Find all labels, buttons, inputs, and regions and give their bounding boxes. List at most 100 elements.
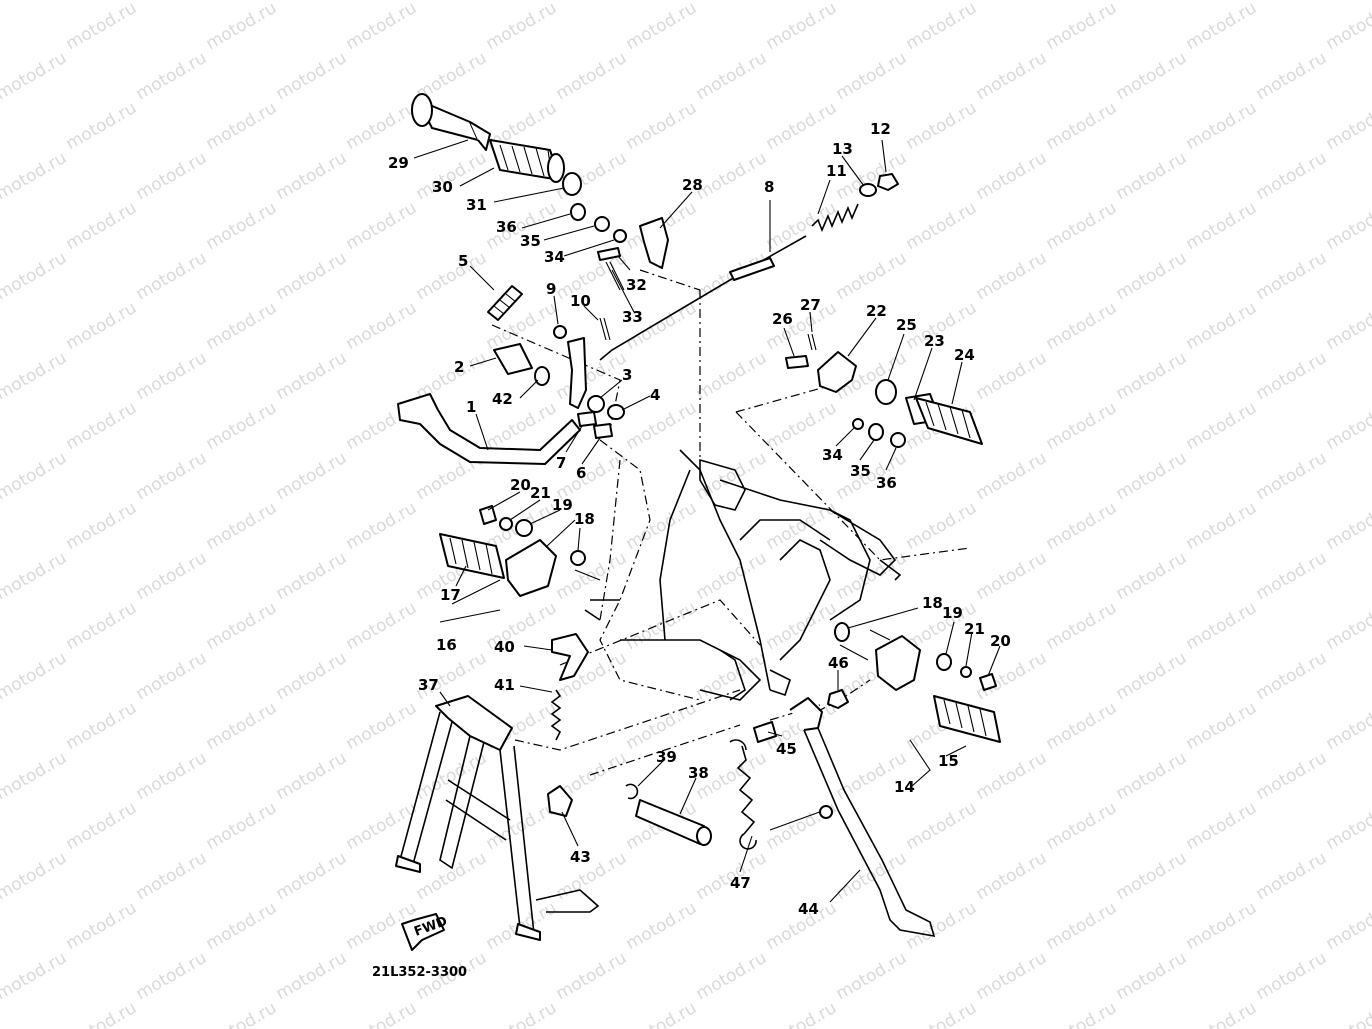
watermark-text: motod.ru xyxy=(0,948,70,1004)
watermark-text: motod.ru xyxy=(0,448,70,504)
watermark-text: motod.ru xyxy=(1253,148,1331,204)
callout-24: 24 xyxy=(954,346,975,364)
watermark-text: motod.ru xyxy=(63,198,141,254)
watermark-text: motod.ru xyxy=(273,648,351,704)
part-16-footrest-left xyxy=(505,539,557,597)
watermark-text: motod.ru xyxy=(623,698,701,754)
watermark-text: motod.ru xyxy=(343,598,421,654)
watermark-text: motod.ru xyxy=(973,348,1051,404)
watermark-text: motod.ru xyxy=(203,398,281,454)
watermark-text: motod.ru xyxy=(133,0,211,4)
part-3-washer xyxy=(587,395,605,413)
callout-9: 9 xyxy=(546,280,556,298)
part-12-nut xyxy=(877,173,899,191)
watermark-text: motod.ru xyxy=(203,998,281,1029)
watermark-text: motod.ru xyxy=(203,98,281,154)
watermark-text: motod.ru xyxy=(1113,348,1191,404)
part-43-stopper xyxy=(547,785,573,817)
callout-20-left: 20 xyxy=(510,476,531,494)
watermark-text: motod.ru xyxy=(273,448,351,504)
watermark-text: motod.ru xyxy=(1043,398,1121,454)
watermark-text: motod.ru xyxy=(553,0,631,4)
watermark-text: motod.ru xyxy=(273,548,351,604)
watermark-text: motod.ru xyxy=(0,48,70,104)
part-37-main-stand xyxy=(395,695,600,941)
watermark-text: motod.ru xyxy=(203,598,281,654)
part-36-collar-right xyxy=(890,432,906,448)
part-29-footrest-shaft xyxy=(411,93,491,151)
watermark-text: motod.ru xyxy=(133,148,211,204)
callout-30: 30 xyxy=(432,178,453,196)
watermark-text: motod.ru xyxy=(1323,898,1372,954)
watermark-text: motod.ru xyxy=(1183,0,1261,54)
part-1-brake-pedal xyxy=(397,393,581,465)
watermark-text: motod.ru xyxy=(1323,298,1372,354)
callout-1: 1 xyxy=(466,398,476,416)
watermark-text: motod.ru xyxy=(903,798,981,854)
watermark-text: motod.ru xyxy=(273,748,351,804)
callout-41: 41 xyxy=(494,676,515,694)
watermark-text: motod.ru xyxy=(1253,848,1331,904)
part-47-spring xyxy=(736,745,756,835)
watermark-text: motod.ru xyxy=(343,698,421,754)
callout-23: 23 xyxy=(924,332,945,350)
watermark-text: motod.ru xyxy=(0,148,70,204)
watermark-text: motod.ru xyxy=(693,548,771,604)
watermark-text: motod.ru xyxy=(973,848,1051,904)
watermark-text: motod.ru xyxy=(833,448,911,504)
watermark-text: motod.ru xyxy=(203,0,281,54)
callout-3: 3 xyxy=(622,366,632,384)
part-21-washer-left xyxy=(499,517,513,531)
watermark-text: motod.ru xyxy=(903,0,981,54)
callout-10: 10 xyxy=(570,292,591,310)
callout-5: 5 xyxy=(458,252,468,270)
callout-37: 37 xyxy=(418,676,439,694)
watermark-text: motod.ru xyxy=(1043,198,1121,254)
part-40-bracket xyxy=(551,633,589,681)
callout-11: 11 xyxy=(826,162,847,180)
watermark-text: motod.ru xyxy=(203,198,281,254)
watermark-text: motod.ru xyxy=(133,348,211,404)
watermark-text: motod.ru xyxy=(1253,748,1331,804)
part-18-damper-left xyxy=(570,550,586,566)
watermark-text: motod.ru xyxy=(1113,648,1191,704)
watermark-text: motod.ru xyxy=(1183,598,1261,654)
watermark-text: motod.ru xyxy=(1323,998,1372,1029)
watermark-text: motod.ru xyxy=(413,248,491,304)
watermark-text: motod.ru xyxy=(1113,48,1191,104)
watermark-text: motod.ru xyxy=(1043,598,1121,654)
callout-7: 7 xyxy=(556,454,566,472)
watermark-text: motod.ru xyxy=(63,798,141,854)
watermark-text: motod.ru xyxy=(693,948,771,1004)
watermark-text: motod.ru xyxy=(1323,398,1372,454)
watermark-text: motod.ru xyxy=(1043,298,1121,354)
part-32-pin xyxy=(597,247,621,261)
watermark-text: motod.ru xyxy=(833,48,911,104)
watermark-text: motod.ru xyxy=(63,0,141,54)
callout-20-right: 20 xyxy=(990,632,1011,650)
watermark-text: motod.ru xyxy=(63,398,141,454)
watermark-text: motod.ru xyxy=(1113,248,1191,304)
watermark-text: motod.ru xyxy=(903,998,981,1029)
brake-arm xyxy=(567,337,587,409)
callout-16: 16 xyxy=(436,636,457,654)
watermark-text: motod.ru xyxy=(0,348,70,404)
watermark-text: motod.ru xyxy=(973,448,1051,504)
watermark-text: motod.ru xyxy=(0,548,70,604)
watermark-text: motod.ru xyxy=(623,898,701,954)
part-8-rod xyxy=(599,235,807,361)
watermark-text: motod.ru xyxy=(903,98,981,154)
watermark-text: motod.ru xyxy=(133,248,211,304)
watermark-text: motod.ru xyxy=(833,248,911,304)
callout-21-right: 21 xyxy=(964,620,985,638)
watermark-text: motod.ru xyxy=(133,548,211,604)
watermark-text: motod.ru xyxy=(343,998,421,1029)
watermark-text: motod.ru xyxy=(1043,698,1121,754)
watermark-text: motod.ru xyxy=(273,0,351,4)
watermark-text: motod.ru xyxy=(973,948,1051,1004)
part-11-spring xyxy=(811,203,859,233)
watermark-text: motod.ru xyxy=(1043,498,1121,554)
watermark-text: motod.ru xyxy=(1183,798,1261,854)
callout-36-right: 36 xyxy=(876,474,897,492)
